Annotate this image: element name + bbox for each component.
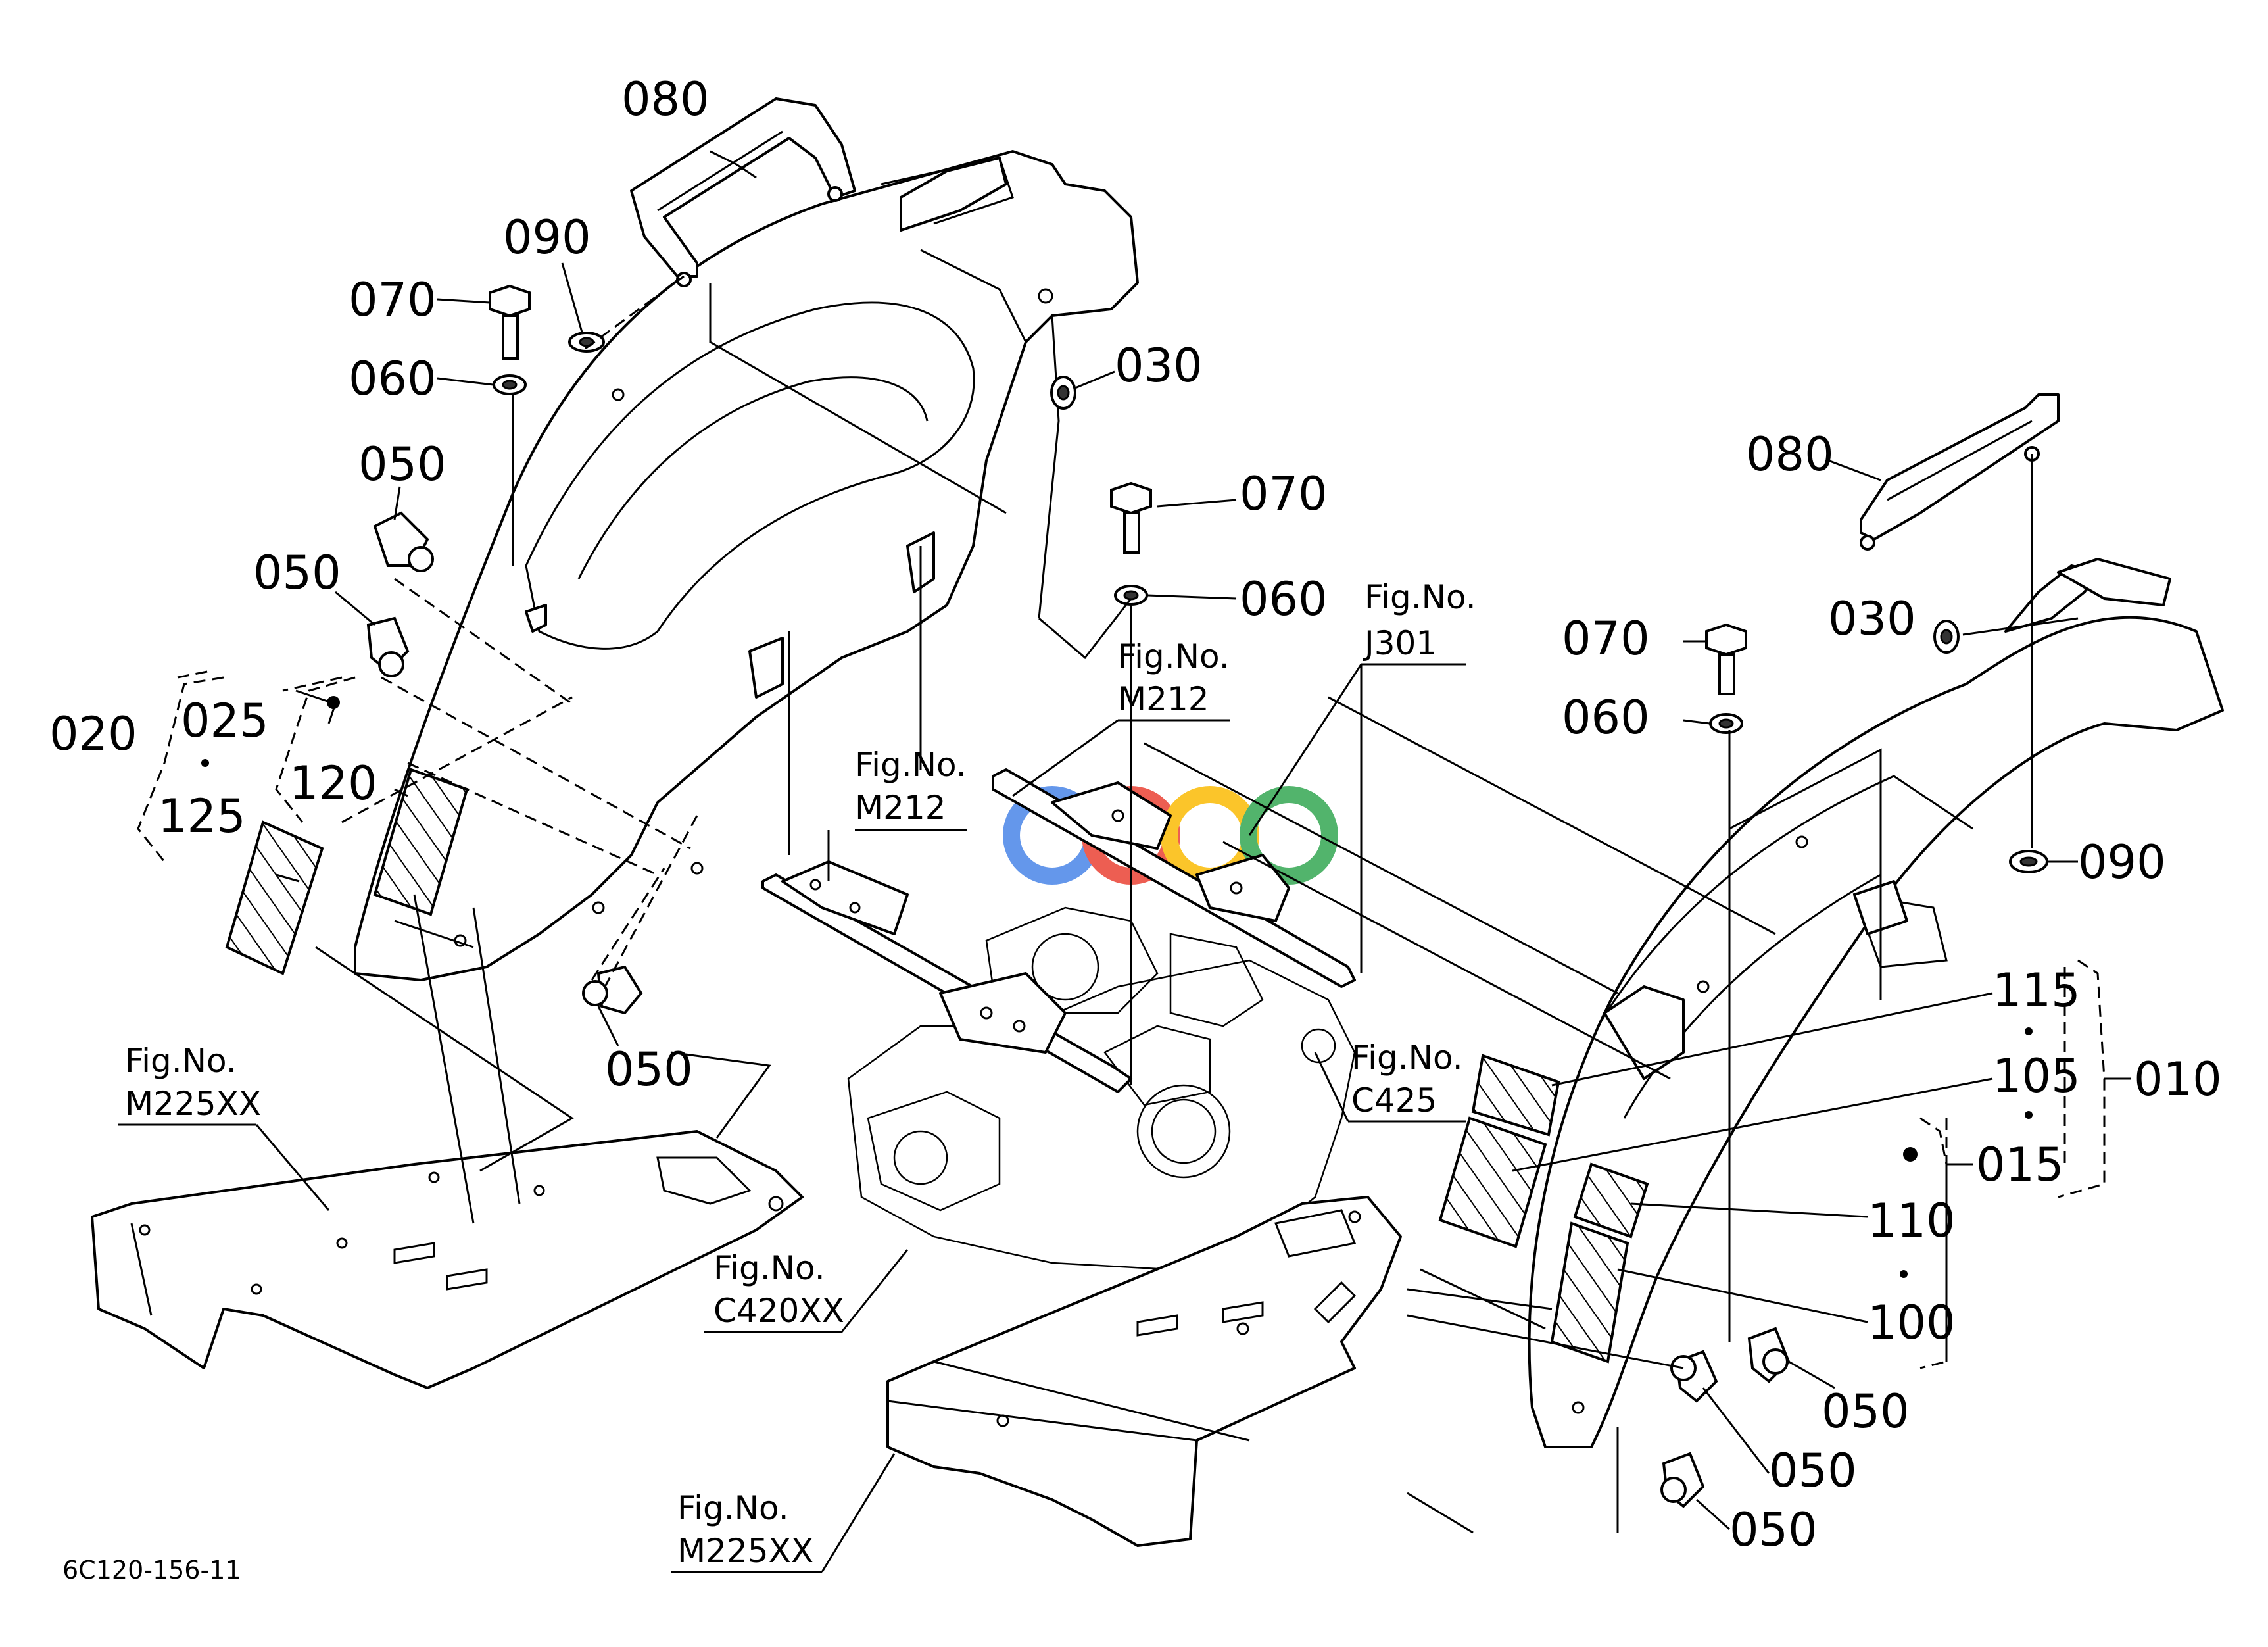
right-decal-105 — [1438, 1116, 1547, 1248]
callout-060-left: 060 — [349, 352, 437, 406]
callout-125: 125 — [158, 789, 246, 843]
callout-050-right-b: 050 — [1769, 1444, 1857, 1498]
left-step-plate — [91, 1130, 804, 1389]
center-washer-060 — [1114, 585, 1148, 606]
left-plug-050-b — [366, 616, 410, 677]
callout-110: 110 — [1868, 1194, 1956, 1248]
callout-080-right: 080 — [1746, 428, 1834, 481]
left-plug-050-c — [582, 965, 643, 1015]
figref-c420-line2: C420XX — [713, 1292, 844, 1330]
leader-lines — [118, 150, 2079, 1573]
center-bolt-070 — [1110, 481, 1152, 554]
right-grommet-090 — [2009, 850, 2048, 873]
right-bolt-070 — [1705, 623, 1747, 695]
figref-j301-line1: Fig.No. — [1364, 578, 1476, 616]
callouts-left: 080 090 070 060 030 050 050 050 020 025 … — [49, 72, 1328, 1096]
figref-j301-line2: J301 — [1363, 624, 1437, 662]
left-grab-handle — [630, 97, 856, 287]
callout-060-center: 060 — [1240, 572, 1328, 626]
figref-c420-line1: Fig.No. — [713, 1249, 825, 1287]
group-bracket-010 — [2058, 959, 2131, 1198]
right-fender — [1528, 558, 2224, 1448]
figure-references: Fig.No. M212 Fig.No. M212 Fig.No. J301 F… — [125, 578, 1476, 1570]
right-grab-handle — [1860, 393, 2060, 551]
right-washer-060 — [1709, 713, 1743, 734]
callout-070-right: 070 — [1562, 612, 1650, 666]
callout-090-left: 090 — [503, 210, 591, 264]
callout-020: 020 — [49, 707, 137, 761]
callout-105: 105 — [1992, 1049, 2081, 1103]
callout-050-left-a: 050 — [358, 437, 446, 491]
callout-050-left-c: 050 — [605, 1043, 693, 1096]
figref-c425-line2: C425 — [1351, 1081, 1437, 1119]
figref-m225-left-line2: M225XX — [125, 1085, 261, 1123]
right-step-plate — [886, 1196, 1402, 1547]
right-decal-110 — [1573, 1162, 1649, 1239]
callout-060-right: 060 — [1562, 691, 1650, 745]
figref-m225-right-line2: M225XX — [677, 1532, 813, 1570]
callout-050-right-c: 050 — [1729, 1503, 1818, 1557]
figref-c425-line1: Fig.No. — [1351, 1039, 1463, 1077]
group-dots — [201, 696, 2033, 1278]
callouts-right: 080 030 090 070 060 115 105 010 015 110 … — [1562, 428, 2222, 1557]
left-fender — [354, 150, 1139, 981]
callout-120: 120 — [289, 756, 377, 810]
figref-m212-upper-line1: Fig.No. — [1118, 637, 1230, 676]
callout-030-right: 030 — [1828, 592, 1916, 646]
left-grommet-090 — [568, 332, 605, 353]
left-washer-060 — [493, 374, 527, 395]
callout-090-right: 090 — [2078, 835, 2166, 889]
callout-050-right-a: 050 — [1822, 1385, 1910, 1438]
bracket-rail-front — [761, 860, 1132, 1093]
callout-030-left: 030 — [1115, 339, 1203, 393]
callout-115: 115 — [1992, 964, 2081, 1018]
callout-015: 015 — [1976, 1138, 2064, 1192]
right-decal-100 — [1550, 1221, 1629, 1364]
right-decal-115 — [1471, 1054, 1560, 1137]
figref-m212-upper-line2: M212 — [1118, 680, 1209, 718]
drawing-code: 6C120-156-11 — [62, 1556, 241, 1585]
right-plug-050-a — [1747, 1327, 1791, 1383]
callout-025: 025 — [181, 694, 269, 748]
dashed-reference-lines — [177, 275, 2066, 1362]
callout-070-left: 070 — [349, 273, 437, 327]
left-decal-120 — [373, 768, 469, 916]
group-bracket-020 — [137, 676, 224, 862]
group-bracket-025 — [275, 676, 356, 823]
right-plug-050-c — [1660, 1452, 1705, 1508]
left-nut-030 — [1050, 376, 1076, 410]
figref-m225-right-line1: Fig.No. — [677, 1489, 789, 1527]
figref-m212-lower-line2: M212 — [855, 789, 946, 827]
callout-070-center: 070 — [1240, 467, 1328, 521]
left-bolt-070 — [489, 284, 531, 360]
callout-080-left: 080 — [621, 72, 710, 126]
group-bracket-015 — [1919, 1117, 1973, 1369]
figref-m212-lower-line1: Fig.No. — [855, 746, 967, 784]
callout-010: 010 — [2134, 1052, 2222, 1106]
callout-100: 100 — [1868, 1296, 1956, 1350]
callout-050-left-b: 050 — [253, 546, 341, 600]
figref-m225-left-line1: Fig.No. — [125, 1042, 237, 1080]
right-plug-050-b — [1670, 1350, 1718, 1403]
bracket-rail-rear — [992, 768, 1356, 988]
right-nut-030 — [1933, 620, 1960, 654]
left-decal-125 — [225, 820, 324, 975]
left-plug-050-a — [373, 511, 434, 572]
